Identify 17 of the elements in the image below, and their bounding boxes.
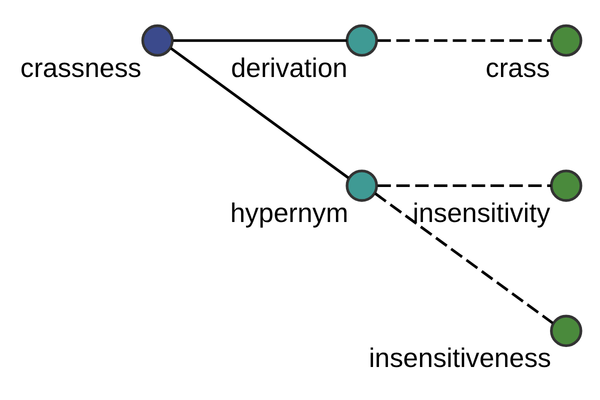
node-label: hypernym (230, 198, 348, 228)
connector (173, 38, 347, 42)
connector (378, 38, 552, 42)
node-label: derivation (230, 52, 348, 82)
node-circle (346, 24, 378, 56)
connector (170, 46, 350, 178)
node-label: crass (486, 52, 550, 82)
node-label: insensitivity (412, 198, 550, 228)
connector (378, 184, 552, 187)
node-circle (141, 24, 174, 56)
node-circle (346, 169, 378, 202)
node-circle (550, 169, 582, 202)
connector (374, 192, 554, 324)
node-circle (550, 24, 582, 56)
node-circle (550, 314, 582, 347)
node-label: crassness (20, 52, 142, 82)
node-label: insensitiveness (368, 342, 552, 373)
